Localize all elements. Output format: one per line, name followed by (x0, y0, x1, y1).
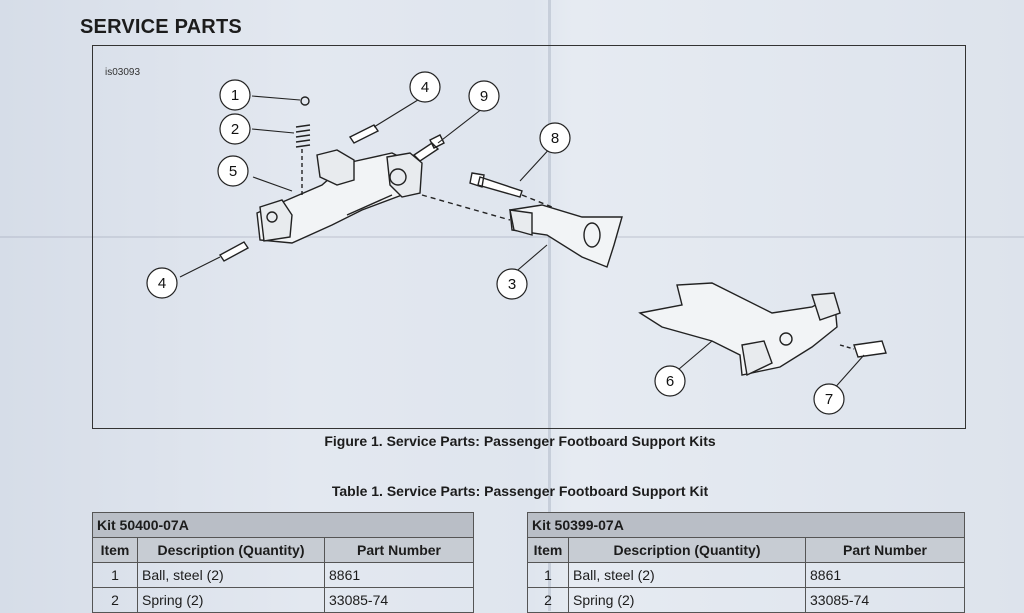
parts-table-kit-50399: Kit 50399-07A Item Description (Quantity… (527, 512, 965, 613)
part-8-bolt (469, 172, 523, 198)
callout-6: 6 (666, 373, 674, 390)
table-row: 2 Spring (2) 33085-74 (527, 587, 965, 613)
callout-circle-4-upper (409, 71, 441, 103)
callout-5: 5 (229, 163, 237, 180)
part-3-pivot-arm (509, 204, 623, 268)
callout-2: 2 (231, 121, 239, 138)
parts-table-kit-50400: Kit 50400-07A Item Description (Quantity… (92, 512, 474, 613)
part-6-support-bracket (638, 282, 841, 377)
callout-8: 8 (551, 130, 559, 147)
column-header-item: Item (92, 537, 138, 563)
callout-4-lower: 4 (158, 275, 166, 292)
part-7-bolt (853, 340, 887, 358)
paper-fold-horizontal (0, 236, 1024, 238)
column-header-description: Description (Quantity) (137, 537, 325, 563)
callout-7: 7 (825, 391, 833, 408)
part-2-spring (295, 124, 311, 148)
callout-circle-5 (217, 155, 249, 187)
column-header-item: Item (527, 537, 569, 563)
callout-3: 3 (508, 276, 516, 293)
callout-circle-4-lower (146, 267, 178, 299)
table-row: 1 Ball, steel (2) 8861 (527, 562, 965, 588)
paper-fold-vertical (548, 0, 551, 611)
part-1-steel-ball (300, 96, 310, 106)
figure-caption: Figure 1. Service Parts: Passenger Footb… (324, 433, 716, 449)
figure-id: is03093 (105, 67, 141, 78)
column-header-description: Description (Quantity) (568, 537, 806, 563)
part-9-bolt (412, 134, 445, 162)
exploded-parts-diagram: 1 2 3 4 4 5 6 7 8 9 (146, 71, 887, 415)
callout-circle-7 (813, 383, 845, 415)
callout-circle-9 (468, 80, 500, 112)
callout-circle-3 (496, 268, 528, 300)
part-5-support-bracket (256, 149, 423, 244)
callout-circle-1 (219, 79, 251, 111)
figure-frame (92, 45, 966, 429)
part-4-pin-lower (218, 241, 250, 262)
kit-name: Kit 50399-07A (527, 512, 965, 538)
callout-1: 1 (231, 87, 239, 104)
column-header-part-number: Part Number (805, 537, 965, 563)
callout-circle-8 (539, 122, 571, 154)
table-caption: Table 1. Service Parts: Passenger Footbo… (331, 483, 709, 499)
callout-4-upper: 4 (421, 79, 429, 96)
part-4-pin-upper (348, 124, 380, 144)
callout-9: 9 (480, 88, 488, 105)
table-row: 2 Spring (2) 33085-74 (92, 587, 474, 613)
kit-name: Kit 50400-07A (92, 512, 474, 538)
callout-circle-2 (219, 113, 251, 145)
table-row: 1 Ball, steel (2) 8861 (92, 562, 474, 588)
section-title: SERVICE PARTS (80, 16, 242, 38)
callout-circle-6 (654, 365, 686, 397)
column-header-part-number: Part Number (324, 537, 474, 563)
